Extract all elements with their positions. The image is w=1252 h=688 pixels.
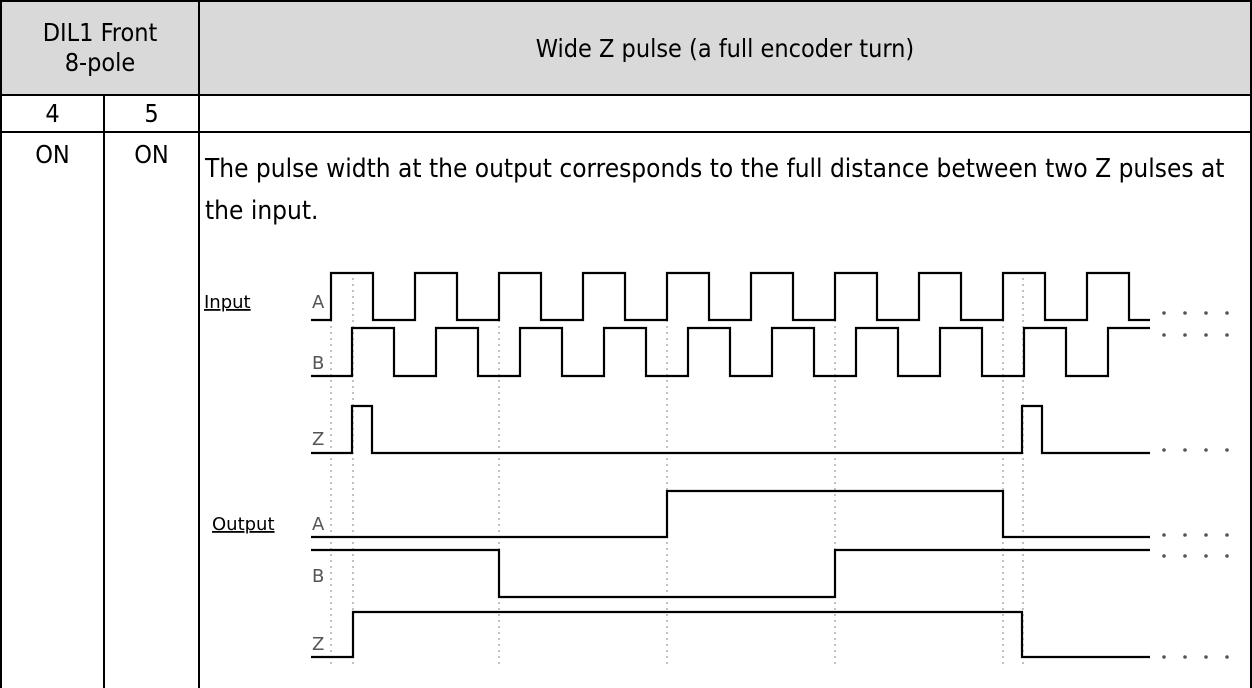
table-border-right	[1250, 0, 1252, 688]
input-z-label: Z	[312, 429, 324, 450]
header-row	[2, 2, 1250, 94]
table-border-top	[0, 0, 1252, 2]
page-title-label: Wide Z pulse (a full encoder turn)	[535, 33, 915, 63]
input-z-waveform	[311, 404, 1150, 455]
continuation-dots	[1162, 311, 1229, 659]
output-z-waveform	[311, 610, 1150, 659]
table-row-divider-1	[0, 94, 1252, 96]
input-b-waveform	[311, 326, 1150, 378]
output-group-label: Output	[212, 514, 275, 535]
table-border-left	[0, 0, 2, 688]
output-a-waveform	[311, 489, 1150, 539]
table-col-divider-1	[103, 94, 105, 688]
switch-number-5: 5	[144, 98, 159, 128]
timing-guide-lines	[330, 278, 1024, 664]
input-a-waveform	[311, 271, 1150, 322]
output-b-label: B	[312, 566, 324, 587]
table-row-divider-2	[0, 131, 1252, 133]
output-z-label: Z	[312, 634, 324, 655]
switch-state-4: ON	[35, 139, 70, 169]
table-col-divider-2	[198, 0, 200, 688]
output-b-waveform	[311, 548, 1150, 599]
page-title: Wide Z pulse (a full encoder turn)	[200, 2, 1250, 94]
switch-number-4: 4	[45, 98, 60, 128]
input-b-label: B	[312, 353, 324, 374]
input-a-label: A	[312, 292, 325, 313]
output-a-label: A	[312, 514, 325, 535]
switch-state-5: ON	[134, 139, 169, 169]
dil-header: DIL1 Front 8-pole	[2, 2, 198, 94]
input-group-label: Input	[204, 292, 251, 313]
dil-header-label: DIL1 Front 8-pole	[42, 18, 158, 77]
description-text: The pulse width at the output correspond…	[205, 154, 1225, 226]
